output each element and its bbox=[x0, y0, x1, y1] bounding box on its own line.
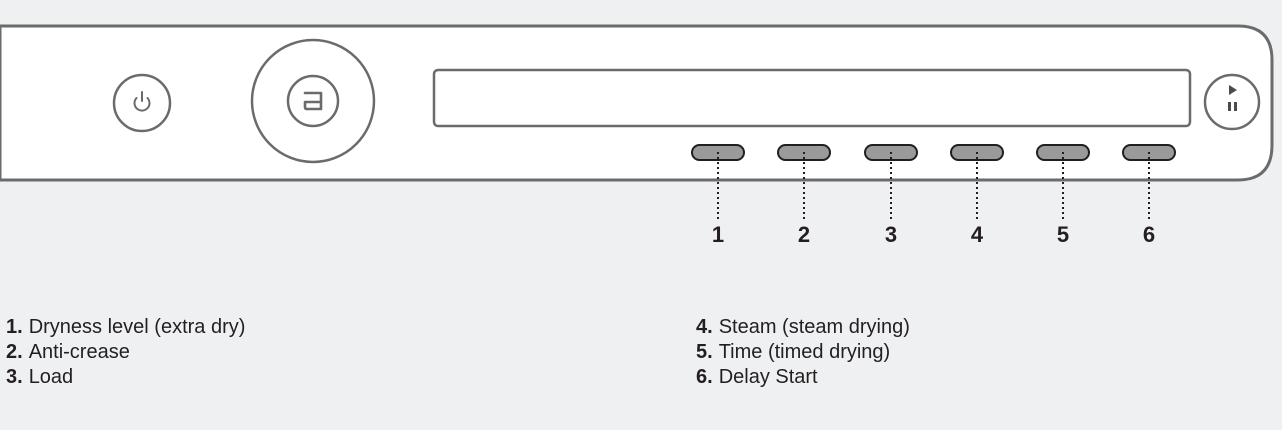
legend-item: 1.Dryness level (extra dry) bbox=[6, 315, 245, 340]
callout-number-4: 4 bbox=[970, 222, 984, 247]
legend-item: 4.Steam (steam drying) bbox=[696, 315, 910, 340]
option-button-1[interactable] bbox=[691, 144, 745, 220]
legend-number: 5. bbox=[696, 341, 713, 363]
program-dial-icon bbox=[303, 91, 323, 111]
legend-item: 6.Delay Start bbox=[696, 365, 910, 390]
option-button-6[interactable] bbox=[1122, 144, 1176, 220]
legend-label: Dryness level (extra dry) bbox=[28, 316, 246, 338]
legend-label: Delay Start bbox=[718, 366, 818, 388]
power-icon bbox=[133, 91, 151, 112]
legend-right: 4.Steam (steam drying) 5.Time (timed dry… bbox=[696, 315, 910, 390]
option-button-5[interactable] bbox=[1036, 144, 1090, 220]
start-pause-button[interactable] bbox=[1203, 73, 1261, 131]
callout-number-1: 1 bbox=[711, 222, 725, 247]
legend-item: 2.Anti-crease bbox=[6, 340, 245, 365]
legend-number: 6. bbox=[696, 366, 713, 388]
legend-label: Load bbox=[28, 366, 74, 388]
power-button[interactable] bbox=[112, 73, 172, 133]
display-screen bbox=[432, 68, 1192, 128]
legend-number: 2. bbox=[6, 341, 23, 363]
legend-item: 3.Load bbox=[6, 365, 245, 390]
legend-label: Steam (steam drying) bbox=[718, 316, 910, 338]
option-button-4[interactable] bbox=[950, 144, 1004, 220]
legend-label: Time (timed drying) bbox=[718, 341, 891, 363]
legend-number: 1. bbox=[6, 316, 23, 338]
option-buttons bbox=[691, 144, 1176, 220]
legend-number: 4. bbox=[696, 316, 713, 338]
callout-number-2: 2 bbox=[797, 222, 811, 247]
legend-number: 3. bbox=[6, 366, 23, 388]
program-dial[interactable] bbox=[250, 38, 376, 164]
legend-item: 5.Time (timed drying) bbox=[696, 340, 910, 365]
legend-left: 1.Dryness level (extra dry) 2.Anti-creas… bbox=[6, 315, 245, 390]
option-button-2[interactable] bbox=[777, 144, 831, 220]
option-button-3[interactable] bbox=[864, 144, 918, 220]
callout-number-5: 5 bbox=[1056, 222, 1070, 247]
play-pause-icon bbox=[1228, 85, 1237, 111]
callout-number-6: 6 bbox=[1142, 222, 1156, 247]
callout-number-3: 3 bbox=[884, 222, 898, 247]
legend-label: Anti-crease bbox=[28, 341, 130, 363]
